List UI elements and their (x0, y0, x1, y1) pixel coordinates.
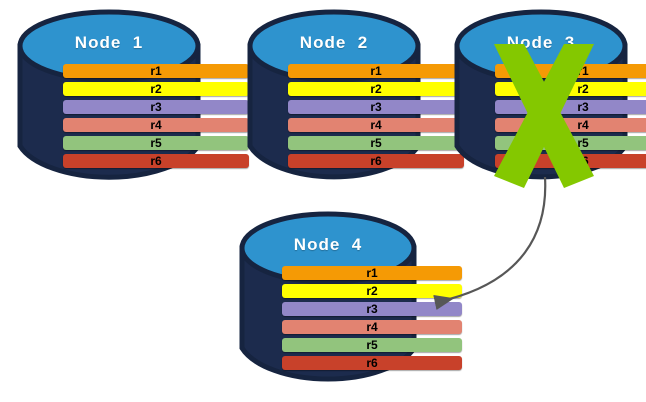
node-3-row-r3: r3 (495, 100, 646, 114)
node-3-row-r5: r5 (495, 136, 646, 150)
node-4-row-r1: r1 (282, 266, 462, 280)
node-1-row-r3: r3 (63, 100, 249, 114)
node-3-row-r2: r2 (495, 82, 646, 96)
node-1-row-r1: r1 (63, 64, 249, 78)
node-4-rows: r1 r2 r3 r4 r5 r6 (238, 266, 506, 370)
node-3-row-r6: r6 (495, 154, 646, 168)
node-2-row-r5: r5 (288, 136, 464, 150)
node-4-row-r6: r6 (282, 356, 462, 370)
node-4-row-r4: r4 (282, 320, 462, 334)
node-2-rows: r1 r2 r3 r4 r5 r6 (246, 64, 506, 168)
node-4-row-r2: r2 (282, 284, 462, 298)
node-3-row-r4: r4 (495, 118, 646, 132)
node-2-row-r3: r3 (288, 100, 464, 114)
node-1-rows: r1 r2 r3 r4 r5 r6 (16, 64, 296, 168)
node-1-row-r5: r5 (63, 136, 249, 150)
node-2-row-r2: r2 (288, 82, 464, 96)
node-4-row-r3: r3 (282, 302, 462, 316)
node-3-row-r1: r1 (495, 64, 646, 78)
node-2-row-r1: r1 (288, 64, 464, 78)
node-3-rows: r1 r2 r3 r4 r5 r6 (453, 64, 646, 168)
node-1-row-r6: r6 (63, 154, 249, 168)
node-4-row-r5: r5 (282, 338, 462, 352)
node-1-row-r2: r2 (63, 82, 249, 96)
node-2-row-r4: r4 (288, 118, 464, 132)
node-2-row-r6: r6 (288, 154, 464, 168)
node-1-row-r4: r4 (63, 118, 249, 132)
